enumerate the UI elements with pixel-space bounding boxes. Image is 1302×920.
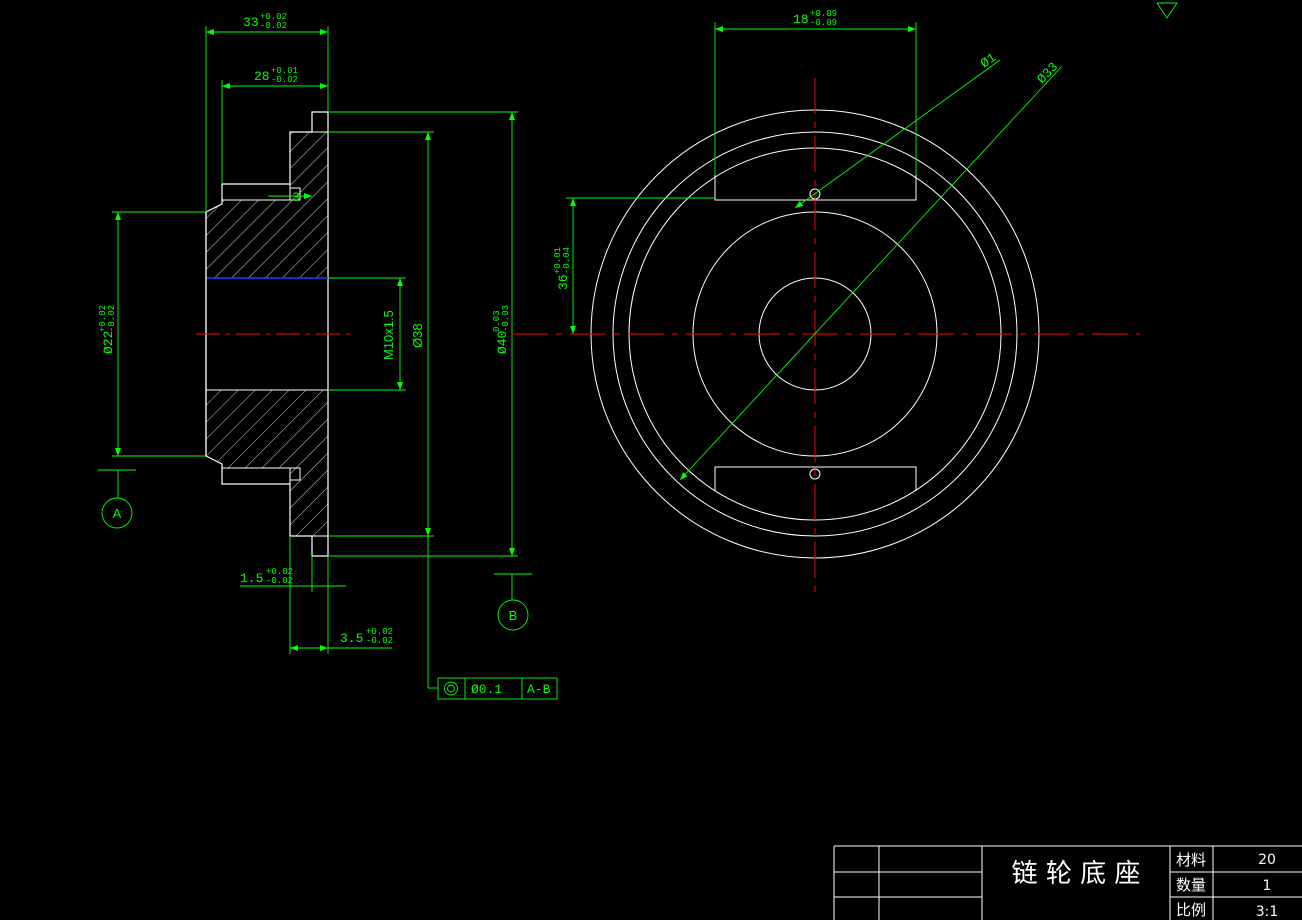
pin-hole-bottom bbox=[809, 468, 821, 480]
datum-a-label: A bbox=[113, 506, 122, 521]
scale-label: 比例 bbox=[1176, 901, 1206, 919]
scale-value: 3:1 bbox=[1256, 904, 1279, 920]
datum-b-bubble bbox=[497, 599, 529, 631]
dim-phi1-value: Ø1 bbox=[978, 50, 1000, 71]
dim-phi33-value: Ø33 bbox=[1034, 60, 1061, 87]
material-label: 材料 bbox=[1176, 851, 1206, 869]
material-value: 20 bbox=[1258, 852, 1276, 868]
dim-33-tol-up: +0.02 bbox=[260, 12, 287, 22]
dim-phi22-value: Ø22 bbox=[101, 331, 116, 354]
gdt-frame bbox=[437, 677, 558, 700]
title-block-text: 链 轮 底 座 材料 20 数量 1 比例 3:1 bbox=[1012, 851, 1279, 920]
dim-3-5-value: 3.5 bbox=[340, 631, 363, 646]
dim-thread-value: M10x1.5 bbox=[381, 310, 396, 360]
slot-bottom bbox=[714, 466, 917, 491]
dim-1-5-value: 1.5 bbox=[240, 571, 263, 586]
dim-18-value: 18 bbox=[793, 12, 809, 27]
dim-18-tol-up: +0.09 bbox=[810, 9, 837, 19]
dim-28-value: 28 bbox=[254, 69, 270, 84]
front-dimensions bbox=[566, 2, 1178, 481]
section-view bbox=[196, 111, 355, 557]
section-hatch-lower bbox=[206, 390, 328, 536]
gdt-datum-ref: A-B bbox=[527, 682, 551, 697]
dim-33-tol-lo: -0.02 bbox=[260, 21, 287, 31]
datum-a-bubble bbox=[101, 497, 133, 529]
section-dimension-text: 33 +0.02 -0.02 28 +0.01 -0.02 3 Ø22 +0.0… bbox=[98, 12, 551, 697]
gdt-tolerance-value: Ø0.1 bbox=[471, 682, 502, 697]
dim-18-tol-lo: -0.09 bbox=[810, 18, 837, 28]
surface-roughness-symbol bbox=[1156, 2, 1178, 19]
dim-phi22-tol-up: +0.02 bbox=[98, 305, 108, 332]
dim-36-tol-up: +0.01 bbox=[553, 247, 563, 274]
section-dimensions bbox=[98, 26, 558, 700]
dim-36-tol-lo: -0.04 bbox=[562, 247, 572, 274]
title-block bbox=[833, 845, 1302, 920]
part-name: 链 轮 底 座 bbox=[1012, 859, 1141, 889]
dim-3-5-tol-up: +0.02 bbox=[366, 627, 393, 637]
dim-28-tol-up: +0.01 bbox=[271, 66, 298, 76]
dim-36-value: 36 bbox=[556, 274, 571, 290]
dim-1-5-tol-up: +0.02 bbox=[266, 567, 293, 577]
dim-3-5-tol-lo: -0.02 bbox=[366, 636, 393, 646]
dim-phi40-tol-lo: -0.03 bbox=[501, 305, 511, 332]
dim-1-5-tol-lo: -0.02 bbox=[266, 576, 293, 586]
quantity-label: 数量 bbox=[1176, 876, 1206, 894]
dim-33-value: 33 bbox=[243, 15, 259, 30]
second-circle bbox=[612, 131, 1018, 537]
dim-3-value: 3 bbox=[292, 190, 300, 205]
section-hatch-upper bbox=[206, 132, 328, 278]
dim-phi40-tol-up: 0.03 bbox=[492, 310, 502, 332]
dim-phi40-value: Ø40 bbox=[495, 331, 510, 354]
dim-phi38-value: Ø38 bbox=[410, 323, 425, 348]
front-view bbox=[512, 78, 1140, 592]
dim-phi22-tol-lo: -0.02 bbox=[107, 305, 117, 332]
quantity-value: 1 bbox=[1263, 878, 1272, 894]
dim-28-tol-lo: -0.02 bbox=[271, 75, 298, 85]
datum-b-label: B bbox=[509, 608, 518, 623]
